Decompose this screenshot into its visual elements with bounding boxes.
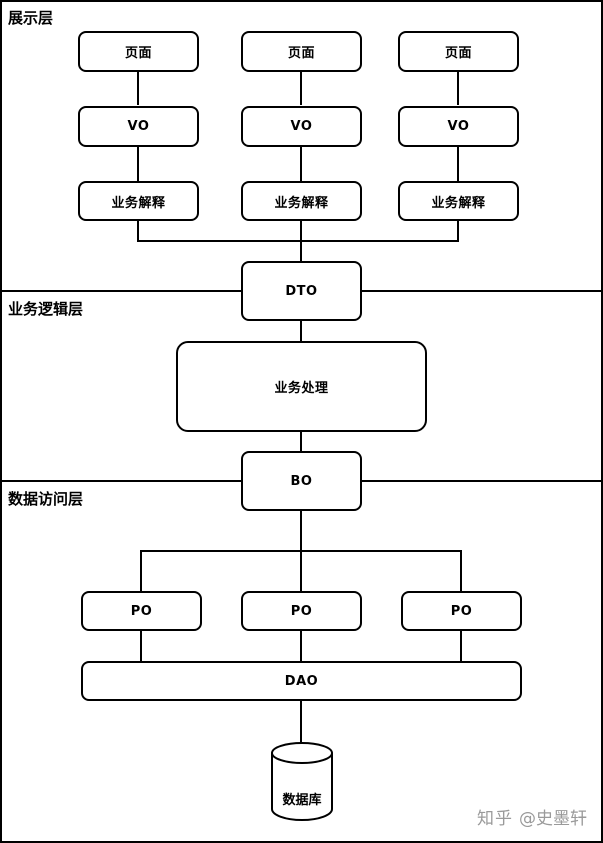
- vo-box-3: VO: [398, 106, 519, 147]
- presentation-layer-label: 展示层: [8, 9, 54, 27]
- database-cylinder: 数据库: [270, 741, 334, 823]
- po-box-3: PO: [401, 591, 522, 631]
- watermark: 知乎 @史墨轩: [477, 804, 587, 829]
- po-box-1: PO: [81, 591, 202, 631]
- vo-box-2: VO: [241, 106, 362, 147]
- bo-box: BO: [241, 451, 362, 511]
- interpret-box-3: 业务解释: [398, 181, 519, 221]
- business-layer-label: 业务逻辑层: [8, 300, 84, 318]
- interpret-box-2: 业务解释: [241, 181, 362, 221]
- business-process-box: 业务处理: [176, 341, 427, 432]
- database-label: 数据库: [282, 793, 322, 808]
- vo-box-1: VO: [78, 106, 199, 147]
- dao-box: DAO: [81, 661, 522, 701]
- database-icon: [271, 742, 333, 821]
- page-box-3: 页面: [398, 31, 519, 72]
- dto-box: DTO: [241, 261, 362, 321]
- page-box-1: 页面: [78, 31, 199, 72]
- watermark-brand: 知乎: [477, 809, 513, 829]
- page-box-2: 页面: [241, 31, 362, 72]
- data-access-layer-label: 数据访问层: [8, 490, 84, 508]
- watermark-author: @史墨轩: [519, 809, 587, 829]
- po-box-2: PO: [241, 591, 362, 631]
- interpret-box-1: 业务解释: [78, 181, 199, 221]
